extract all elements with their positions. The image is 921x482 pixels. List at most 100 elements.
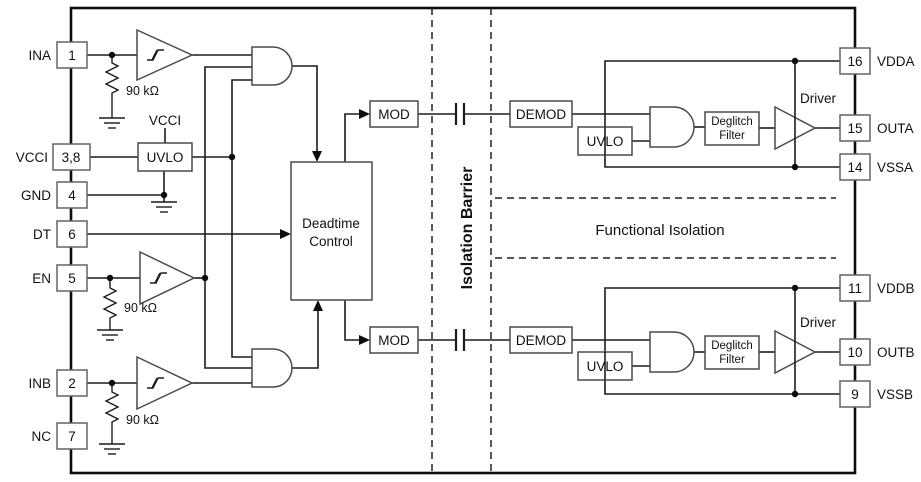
pin-box-vssb (839, 380, 871, 408)
pin-vssa: 14 VSSA (839, 153, 913, 181)
right-wires (572, 60, 840, 395)
junction-dots (106, 51, 799, 398)
demod-a-label: DEMOD (516, 107, 567, 122)
pin-number-vcci: 3,8 (62, 150, 81, 165)
pin-label-outb: OUTB (877, 345, 915, 360)
schmitt-buffer-inb (136, 355, 194, 411)
and-gate-output-a (649, 106, 695, 148)
pin-label-vcci: VCCI (16, 150, 48, 165)
pin-label-en: EN (32, 271, 51, 286)
capacitor-b (454, 329, 466, 351)
functional-isolation-label: Functional Isolation (595, 222, 724, 239)
pin-box-en (56, 264, 88, 292)
driver-b-label: Driver (800, 315, 837, 330)
wire-vddb-vssb-rails (604, 287, 840, 395)
pin-box-vcci (52, 143, 91, 171)
barrier-wires (418, 103, 510, 351)
deglitch-b-label-2: Filter (719, 354, 745, 366)
deglitch-a-label-1: Deglitch (711, 116, 753, 128)
capacitor-a (454, 103, 466, 125)
arrowhead-dt (280, 229, 291, 239)
pin-number-ina: 1 (68, 48, 76, 63)
pin-number-outa: 15 (847, 121, 862, 136)
mod-block-b (369, 326, 419, 354)
mod-block-a (369, 100, 419, 128)
schmitt-buffer-en (139, 250, 196, 306)
resistor-value-inb: 90 kΩ (126, 413, 159, 427)
ground-symbol-en (97, 329, 123, 341)
pin-label-vssa: VSSA (877, 160, 913, 175)
wire-uvlo-rail (231, 79, 252, 358)
deglitch-a-label-2: Filter (719, 130, 745, 142)
uvlo-b-label: UVLO (587, 359, 624, 374)
hysteresis-icon (150, 272, 167, 284)
uvlo-input-label: UVLO (147, 150, 184, 165)
hysteresis-icon (147, 377, 164, 389)
wire-anda-to-deadtime (292, 65, 318, 152)
pin-box-outa (839, 114, 871, 142)
driver-a-label: Driver (800, 91, 837, 106)
pin-label-outa: OUTA (877, 121, 914, 136)
wire-andb-to-deadtime (292, 310, 319, 369)
pin-vdda: 16 VDDA (839, 47, 915, 75)
pin-label-vdda: VDDA (877, 54, 915, 69)
pulldown-resistor-en (102, 278, 118, 330)
pin-number-en: 5 (68, 271, 76, 286)
schmitt-buffer-ina (136, 28, 194, 82)
pin-box-vddb (839, 274, 871, 302)
pin-number-outb: 10 (847, 345, 862, 360)
pin-label-gnd: GND (21, 188, 51, 203)
blocks: UVLO VCCI Deadtime Control MOD MOD DEMOD… (136, 28, 837, 411)
resistor-value-en: 90 kΩ (124, 301, 157, 315)
isolation-barrier-label: Isolation Barrier (459, 167, 476, 290)
mod-b-label: MOD (378, 333, 410, 348)
pin-box-outb (839, 338, 871, 366)
pin-label-nc: NC (32, 429, 52, 444)
pin-label-vssb: VSSB (877, 387, 913, 402)
pulldown-resistor-inb (104, 383, 120, 444)
wire-deadtime-to-modb (344, 300, 359, 341)
pin-number-vssb: 9 (851, 387, 859, 402)
pin-vcci: 3,8 VCCI (16, 143, 91, 171)
pin-box-nc (56, 422, 88, 450)
uvlo-block-input (137, 142, 193, 172)
pin-vddb: 11 VDDB (839, 274, 915, 302)
and-gate-output-b (649, 331, 695, 373)
arrowhead-andb (313, 300, 323, 311)
arrowhead-anda (312, 151, 322, 162)
pin-number-vssa: 14 (847, 160, 863, 175)
pin-label-ina: INA (28, 48, 51, 63)
demod-block-b (509, 326, 573, 354)
deglitch-filter-a (704, 111, 760, 146)
and-gate-input-b (251, 348, 293, 388)
mod-a-label: MOD (378, 107, 410, 122)
pin-box-inb (56, 369, 88, 397)
deglitch-filter-b (704, 335, 760, 370)
deadtime-label-2: Control (309, 234, 353, 249)
resistor-value-ina: 90 kΩ (126, 84, 159, 98)
ground-symbol-inb (99, 443, 125, 455)
pin-box-dt (56, 220, 88, 248)
pin-outa: 15 OUTA (839, 114, 914, 142)
pin-number-nc: 7 (68, 429, 76, 444)
pin-box-vdda (839, 47, 871, 75)
ground-symbol-uvlo (151, 201, 177, 213)
vcci-net-label: VCCI (149, 113, 181, 128)
isolation-barrier: Isolation Barrier (431, 8, 492, 473)
uvlo-a-label: UVLO (587, 134, 624, 149)
pin-number-vddb: 11 (848, 281, 862, 296)
deadtime-control-block (290, 161, 373, 301)
pin-label-vddb: VDDB (877, 281, 915, 296)
pin-box-gnd (56, 181, 88, 209)
pin-box-ina (56, 41, 88, 69)
pin-label-dt: DT (33, 227, 51, 242)
left-pins: 1 INA 3,8 VCCI 4 GND 6 DT 5 EN 2 INB (16, 41, 91, 450)
wire-vdda-vssa-rails (604, 60, 840, 168)
hysteresis-icon (147, 49, 164, 61)
pin-number-inb: 2 (68, 376, 76, 391)
deglitch-b-label-1: Deglitch (711, 340, 753, 352)
pin-vssb: 9 VSSB (839, 380, 913, 408)
demod-block-a (509, 100, 573, 128)
pin-number-gnd: 4 (68, 188, 76, 203)
